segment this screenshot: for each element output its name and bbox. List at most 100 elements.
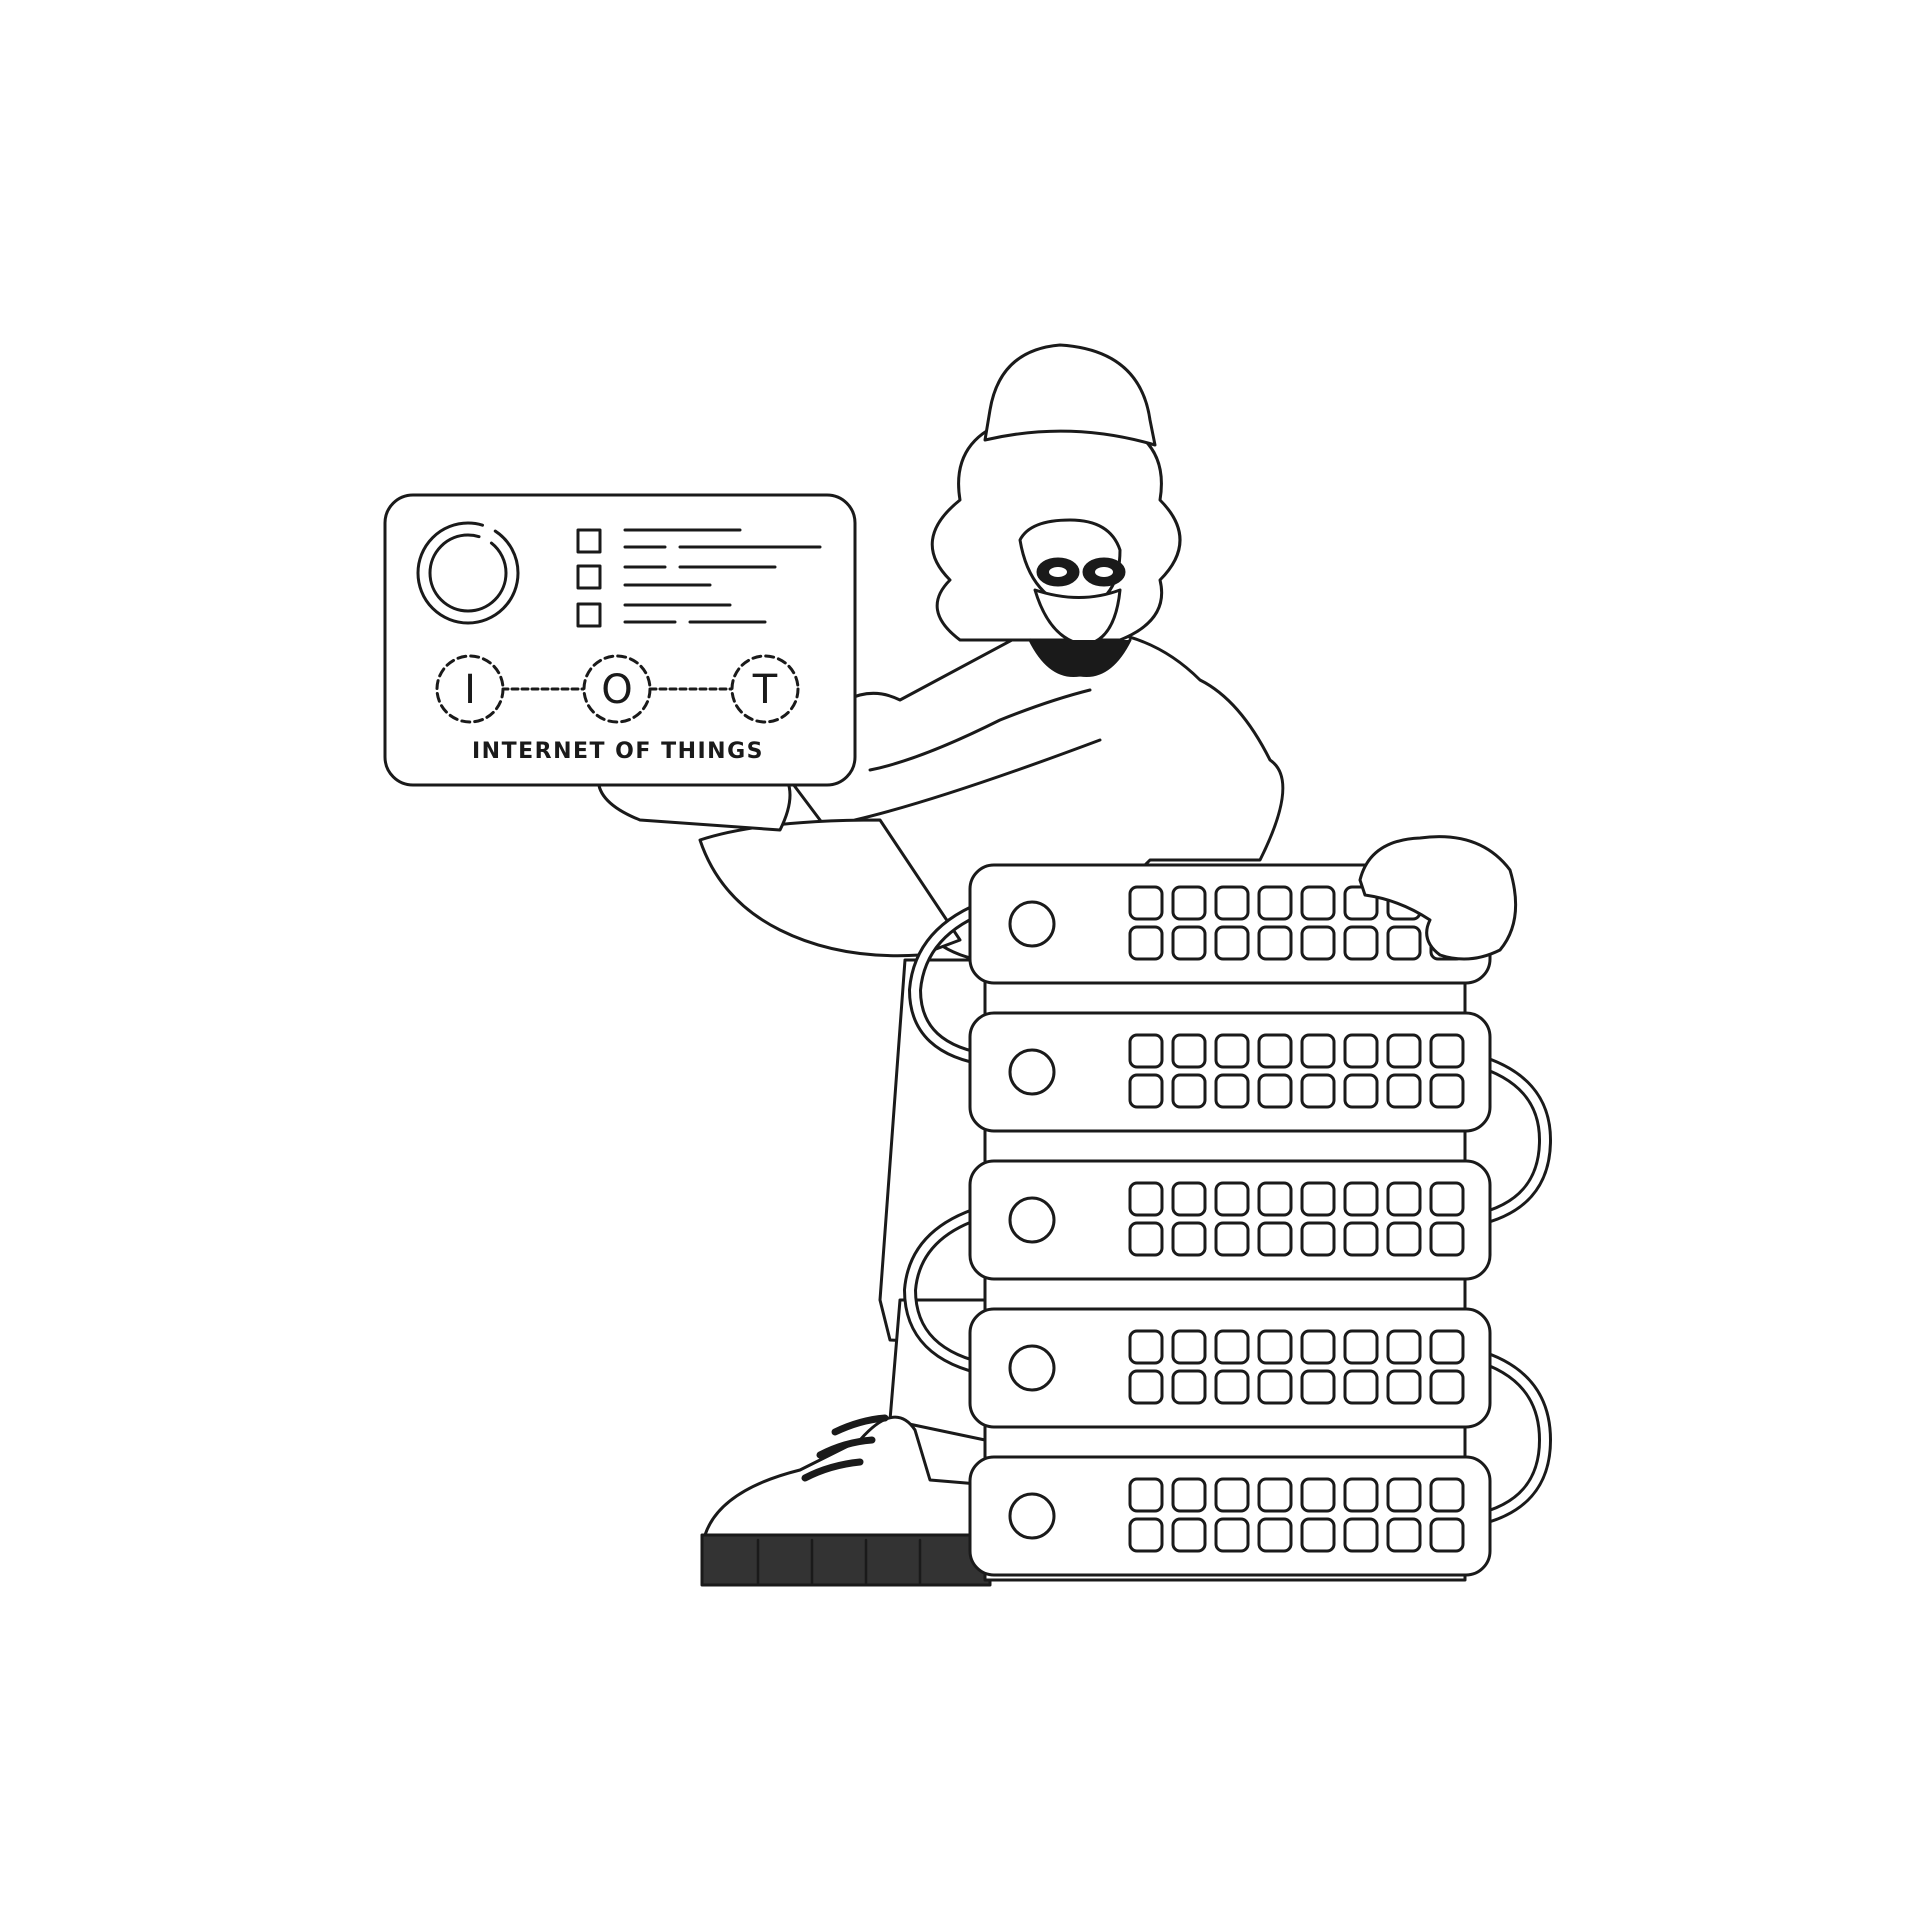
letter-i: I bbox=[464, 667, 476, 713]
beard bbox=[1033, 588, 1122, 647]
network-port-icon bbox=[1171, 1181, 1207, 1217]
network-port-icon bbox=[1214, 1181, 1250, 1217]
network-port-icon bbox=[1343, 1517, 1379, 1553]
network-port-icon bbox=[1300, 925, 1336, 961]
network-port-icon bbox=[1429, 1181, 1465, 1217]
network-port-icon bbox=[1214, 1517, 1250, 1553]
network-port-icon bbox=[1171, 885, 1207, 921]
network-port-icon bbox=[1257, 1369, 1293, 1405]
network-port-icon bbox=[1128, 885, 1164, 921]
network-port-icon bbox=[1343, 1477, 1379, 1513]
network-port-icon bbox=[1300, 1477, 1336, 1513]
network-port-icon bbox=[1300, 1369, 1336, 1405]
network-port-icon bbox=[1128, 925, 1164, 961]
hand-right bbox=[1358, 835, 1518, 961]
network-port-icon bbox=[1214, 1033, 1250, 1069]
network-port-icon bbox=[1128, 1517, 1164, 1553]
letter-o: O bbox=[601, 667, 632, 713]
network-port-icon bbox=[1300, 1033, 1336, 1069]
network-port-icon bbox=[1386, 925, 1422, 961]
network-port-icon bbox=[1128, 1221, 1164, 1257]
network-port-icon bbox=[1429, 1329, 1465, 1365]
server-unit-icon bbox=[968, 1455, 1492, 1577]
network-port-icon bbox=[1386, 1181, 1422, 1217]
network-port-icon bbox=[1343, 1073, 1379, 1109]
power-button-icon bbox=[1008, 1196, 1056, 1244]
power-button-icon bbox=[1008, 1048, 1056, 1096]
server-unit-icon bbox=[968, 1307, 1492, 1429]
network-port-icon bbox=[1300, 1329, 1336, 1365]
network-port-icon bbox=[1214, 1329, 1250, 1365]
iot-card bbox=[383, 493, 857, 787]
shoe bbox=[700, 1414, 992, 1587]
network-port-icon bbox=[1128, 1033, 1164, 1069]
card-caption: INTERNET OF THINGS bbox=[472, 739, 764, 764]
network-port-icon bbox=[1300, 1181, 1336, 1217]
network-port-icon bbox=[1214, 885, 1250, 921]
network-port-icon bbox=[1257, 1221, 1293, 1257]
network-port-icon bbox=[1171, 925, 1207, 961]
network-port-icon bbox=[1300, 885, 1336, 921]
network-port-icon bbox=[1300, 1073, 1336, 1109]
checkbox-icon bbox=[576, 528, 602, 554]
network-port-icon bbox=[1300, 1517, 1336, 1553]
network-port-icon bbox=[1386, 1369, 1422, 1405]
server-unit-icon bbox=[968, 1159, 1492, 1281]
network-port-icon bbox=[1128, 1369, 1164, 1405]
donut-chart-icon bbox=[416, 521, 520, 625]
network-port-icon bbox=[1386, 1033, 1422, 1069]
network-port-icon bbox=[1128, 1329, 1164, 1365]
network-port-icon bbox=[1386, 1477, 1422, 1513]
network-port-icon bbox=[1386, 1221, 1422, 1257]
network-port-icon bbox=[1214, 1221, 1250, 1257]
server-rack bbox=[968, 863, 1492, 1577]
power-button-icon bbox=[1008, 1344, 1056, 1392]
letter-circle-t bbox=[730, 654, 800, 724]
network-port-icon bbox=[1171, 1517, 1207, 1553]
network-port-icon bbox=[1429, 1221, 1465, 1257]
checklist bbox=[576, 528, 822, 628]
letter-circle-i bbox=[435, 654, 505, 724]
network-port-icon bbox=[1171, 1329, 1207, 1365]
network-port-icon bbox=[1171, 1073, 1207, 1109]
cables bbox=[903, 898, 1552, 1527]
network-port-icon bbox=[1171, 1033, 1207, 1069]
network-port-icon bbox=[1386, 1517, 1422, 1553]
network-port-icon bbox=[1343, 1181, 1379, 1217]
network-port-icon bbox=[1128, 1181, 1164, 1217]
network-port-icon bbox=[1386, 1329, 1422, 1365]
network-port-icon bbox=[1343, 1329, 1379, 1365]
letter-circle-o bbox=[582, 654, 652, 724]
iot-letter-chain bbox=[435, 654, 800, 724]
network-port-icon bbox=[1343, 1369, 1379, 1405]
network-port-icon bbox=[1257, 885, 1293, 921]
network-port-icon bbox=[1257, 1329, 1293, 1365]
power-button-icon bbox=[1008, 1492, 1056, 1540]
network-port-icon bbox=[1343, 1033, 1379, 1069]
network-port-icon bbox=[1214, 1369, 1250, 1405]
network-port-icon bbox=[1214, 1477, 1250, 1513]
network-port-icon bbox=[1257, 925, 1293, 961]
network-port-icon bbox=[1343, 1221, 1379, 1257]
network-port-icon bbox=[1128, 1477, 1164, 1513]
checkbox-icon bbox=[576, 564, 602, 590]
network-port-icon bbox=[1128, 1073, 1164, 1109]
network-port-icon bbox=[1257, 1477, 1293, 1513]
power-button-icon bbox=[1008, 900, 1056, 948]
glasses-icon bbox=[1036, 557, 1126, 587]
network-port-icon bbox=[1429, 1369, 1465, 1405]
letter-t: T bbox=[752, 667, 778, 713]
network-port-icon bbox=[1257, 1181, 1293, 1217]
beanie bbox=[983, 343, 1157, 447]
network-port-icon bbox=[1429, 1073, 1465, 1109]
network-port-icon bbox=[1171, 1221, 1207, 1257]
server-unit-icon bbox=[968, 1011, 1492, 1133]
network-port-icon bbox=[1257, 1073, 1293, 1109]
checkbox-icon bbox=[576, 602, 602, 628]
network-port-icon bbox=[1386, 1073, 1422, 1109]
collar bbox=[1028, 638, 1132, 678]
head bbox=[930, 343, 1182, 678]
network-port-icon bbox=[1300, 1221, 1336, 1257]
network-port-icon bbox=[1429, 1477, 1465, 1513]
